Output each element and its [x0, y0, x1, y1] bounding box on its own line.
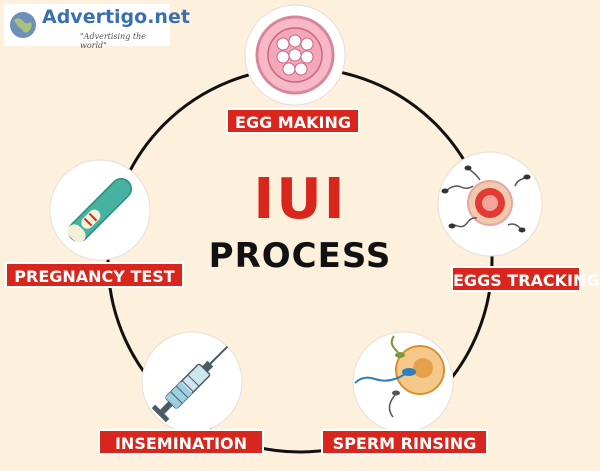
step-label-egg-making: EGG MAKING [226, 108, 360, 134]
logo-brand: Advertigo.net [42, 6, 190, 28]
egg-cluster-icon [244, 4, 346, 106]
pregnancy-test-icon [49, 159, 151, 261]
egg-sperm-icon [437, 151, 543, 257]
step-label-pregnancy-test: PREGNANCY TEST [5, 262, 184, 288]
logo-tagline: "Advertising the world" [80, 32, 147, 50]
step-label-insemination: INSEMINATION [98, 429, 264, 455]
step-label-sperm-rinsing: SPERM RINSING [321, 429, 488, 455]
syringe-icon [141, 331, 243, 433]
step-label-eggs-tracking: EGGS TRACKING [451, 266, 600, 292]
diagram-subtitle: PROCESS [208, 236, 392, 276]
diagram-title: IUI [253, 167, 347, 232]
sperm-fertilization-icon [352, 331, 454, 433]
globe-icon [10, 12, 36, 38]
advertigo-logo: Advertigo.net "Advertising the world" [4, 4, 190, 50]
